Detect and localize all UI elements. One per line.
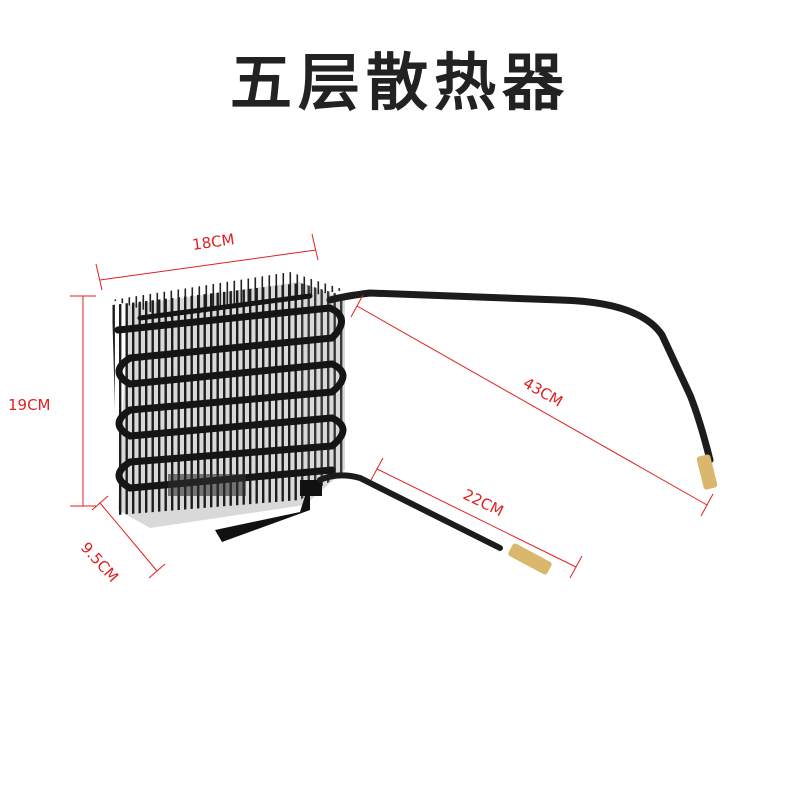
height-label: 19CM xyxy=(8,396,51,414)
long-pipe xyxy=(326,289,718,490)
watermark-stamp xyxy=(168,474,246,496)
depth-label: 9.5CM xyxy=(77,539,122,586)
page-title: 五层散热器 xyxy=(229,46,570,119)
long-pipe-label: 43CM xyxy=(520,374,566,411)
width-label: 18CM xyxy=(191,230,236,254)
short-pipe xyxy=(317,472,552,575)
short-pipe-label: 22CM xyxy=(460,485,506,520)
dimension-lines xyxy=(70,233,714,579)
condenser-body xyxy=(112,272,347,542)
